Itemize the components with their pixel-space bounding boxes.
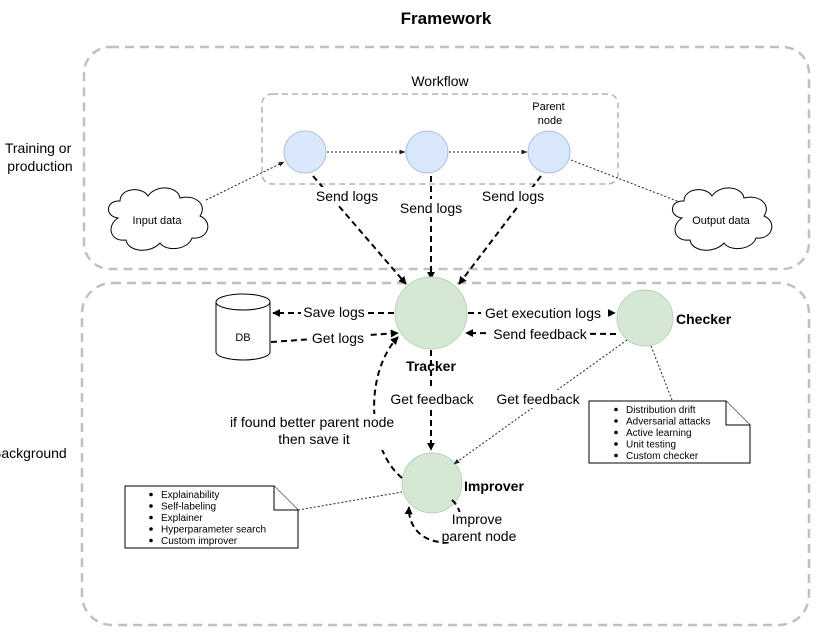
input-data-cloud: Input data: [108, 187, 209, 251]
improver-note-bullet: [149, 492, 153, 497]
workflow-box: [261, 93, 619, 185]
checker-note-bullet: [614, 430, 618, 435]
get-feedback-label-1: Get feedback: [390, 391, 474, 407]
improver-note-bullet: [149, 538, 153, 543]
checker-note-item: Unit testing: [626, 440, 676, 451]
get-feedback-label-2: Get feedback: [496, 391, 580, 407]
improver-notes: ExplainabilitySelf-labelingExplainerHype…: [124, 485, 299, 549]
workflow-node-1[interactable]: [283, 130, 327, 174]
send-feedback-label: Send feedback: [493, 326, 587, 342]
training-frame: [82, 45, 811, 271]
improver-note-bullet: [149, 504, 153, 508]
get-logs-label: Get logs: [312, 330, 364, 346]
background-label: Background: [0, 445, 67, 461]
checker-node[interactable]: [616, 289, 674, 347]
get-execution-logs-label: Get execution logs: [485, 305, 601, 321]
send-logs-label-2: Send logs: [400, 200, 462, 216]
tracker-node[interactable]: [394, 276, 468, 350]
checker-note-bullet: [614, 442, 618, 446]
checker-note-bullet: [614, 419, 618, 423]
improver-note-item: Hyperparameter search: [161, 525, 266, 536]
diagram-title: Framework: [401, 9, 492, 28]
checker-note-item: Adversarial attacks: [626, 417, 710, 428]
improver-note-item: Self-labeling: [161, 502, 216, 513]
found-better-label: if found better parent node then save it: [230, 414, 398, 447]
svg-text:DB: DB: [235, 332, 250, 344]
checker-note-bullet: [614, 407, 618, 412]
edge-parent-output: [570, 159, 691, 207]
edge-checker-improver: [453, 339, 628, 465]
improver-note-item: Explainability: [161, 490, 219, 501]
improver-note-bullet: [149, 527, 153, 531]
improver-note-bullet: [149, 515, 153, 520]
save-logs-label: Save logs: [303, 304, 364, 320]
improver-note-item: Custom improver: [161, 536, 238, 547]
svg-text:Input data: Input data: [133, 215, 183, 227]
parent-node-label: Parent node: [532, 101, 567, 127]
checker-note-item: Distribution drift: [626, 405, 696, 416]
checker-label: Checker: [676, 311, 732, 327]
improver-label: Improver: [464, 478, 524, 494]
workflow-node-2[interactable]: [405, 130, 449, 174]
edge-input-node1: [205, 161, 285, 201]
improver-note-item: Explainer: [161, 513, 203, 524]
workflow-label: Workflow: [411, 73, 469, 89]
db-cylinder[interactable]: DB: [215, 293, 271, 361]
checker-notes-connector: [650, 345, 673, 401]
output-data-cloud: Output data: [672, 187, 773, 251]
improver-node[interactable]: [401, 452, 463, 514]
improve-label: Improve parent node: [442, 511, 517, 544]
checker-note-item: Active learning: [626, 428, 692, 439]
edge-improver-self-loop: [404, 499, 462, 544]
svg-text:Output data: Output data: [692, 215, 750, 227]
workflow-node-parent[interactable]: [527, 130, 571, 174]
send-logs-label-3: Send logs: [482, 188, 544, 204]
improver-notes-connector: [297, 491, 403, 511]
send-logs-label-1: Send logs: [316, 188, 378, 204]
checker-note-item: Custom checker: [626, 451, 699, 462]
training-label: Training or production: [5, 140, 75, 174]
checker-note-bullet: [614, 453, 618, 458]
